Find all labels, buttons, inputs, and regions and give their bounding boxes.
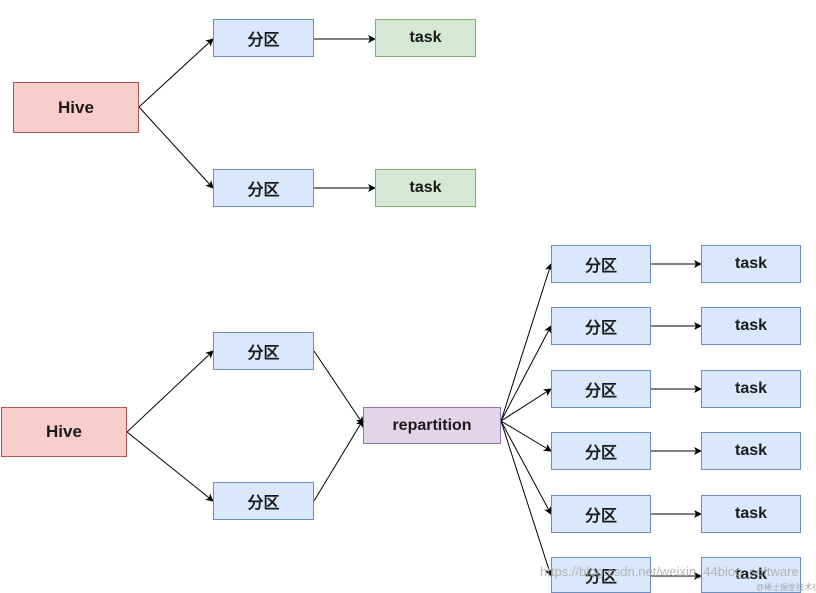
task-node: task [701, 370, 801, 408]
edge-repartition-out6 [500, 420, 553, 577]
partition-node: 分区 [551, 245, 651, 283]
edge-hive1-part2 [138, 106, 214, 189]
edge-hive1-part1 [138, 38, 214, 108]
partition-node: 分区 [551, 370, 651, 408]
partition-node: 分区 [213, 332, 314, 370]
task-node: task [701, 307, 801, 345]
partition-node: 分区 [213, 482, 314, 520]
task-node: task [701, 245, 801, 283]
edge-hive2-part2 [126, 431, 214, 502]
partition-node: 分区 [551, 432, 651, 470]
edge-repartition-out3 [500, 388, 552, 422]
partition-node: 分区 [213, 169, 314, 207]
partition-node: 分区 [551, 557, 651, 593]
repartition-node: repartition [363, 407, 501, 444]
task-node: task [701, 557, 801, 593]
edge-repartition-out1 [500, 263, 553, 422]
partition-node: 分区 [213, 19, 314, 57]
edge-part1-repartition [313, 350, 364, 425]
edge-hive2-part1 [126, 350, 214, 433]
task-node: task [375, 19, 476, 57]
edge-part2-repartition [313, 419, 364, 502]
hive-node: Hive [1, 407, 127, 457]
watermark-text: https://blog.csdn.net/weixin_44blog_soft… [540, 564, 799, 579]
task-node: task [701, 495, 801, 533]
partition-node: 分区 [551, 495, 651, 533]
edge-repartition-out5 [500, 420, 552, 515]
edge-repartition-out2 [500, 325, 552, 422]
task-node: task [375, 169, 476, 207]
partition-node: 分区 [551, 307, 651, 345]
edge-repartition-out4 [500, 420, 552, 452]
watermark-subtext: @稀土掘金技术社区 [756, 583, 816, 592]
task-node: task [701, 432, 801, 470]
hive-node: Hive [13, 82, 139, 133]
